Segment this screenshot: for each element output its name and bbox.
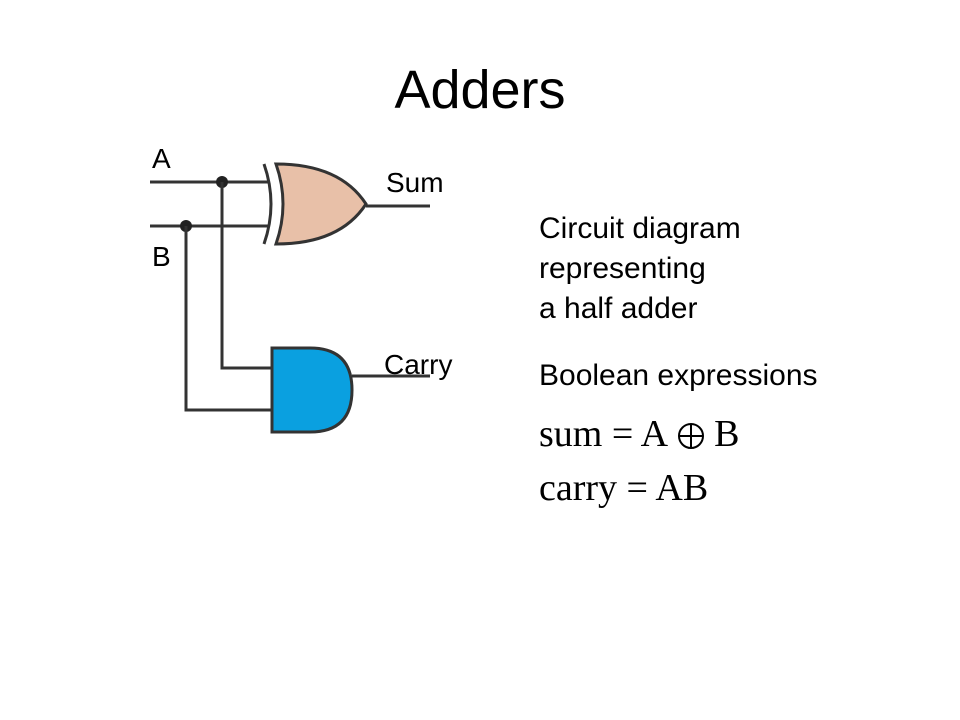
half-adder-circuit-diagram: A B Sum Carry [150,143,452,434]
xor-input-arc [262,163,273,245]
output-sum-label: Sum [386,167,444,198]
xor-gate [273,162,368,246]
and-gate [270,346,354,434]
xor-operator-icon [678,423,705,449]
input-a-label: A [152,143,171,174]
sum-expression-rhs: B [714,413,740,455]
description-line: a half adder [539,292,698,325]
branch-wire-a [220,182,272,370]
sum-expression: sum = A B [539,412,739,456]
description-line: representing [539,252,706,285]
description-line: Circuit diagram [539,212,741,245]
carry-expression: carry = AB [539,467,709,509]
input-b-label: B [152,241,171,272]
circuit-description: Circuit diagram representing a half adde… [539,209,939,329]
sum-expression-lhs: sum = A [539,413,669,455]
output-carry-label: Carry [384,349,452,380]
branch-wire-b [184,226,272,412]
slide-title: Adders [394,60,566,120]
boolean-expressions-heading: Boolean expressions [539,359,818,392]
